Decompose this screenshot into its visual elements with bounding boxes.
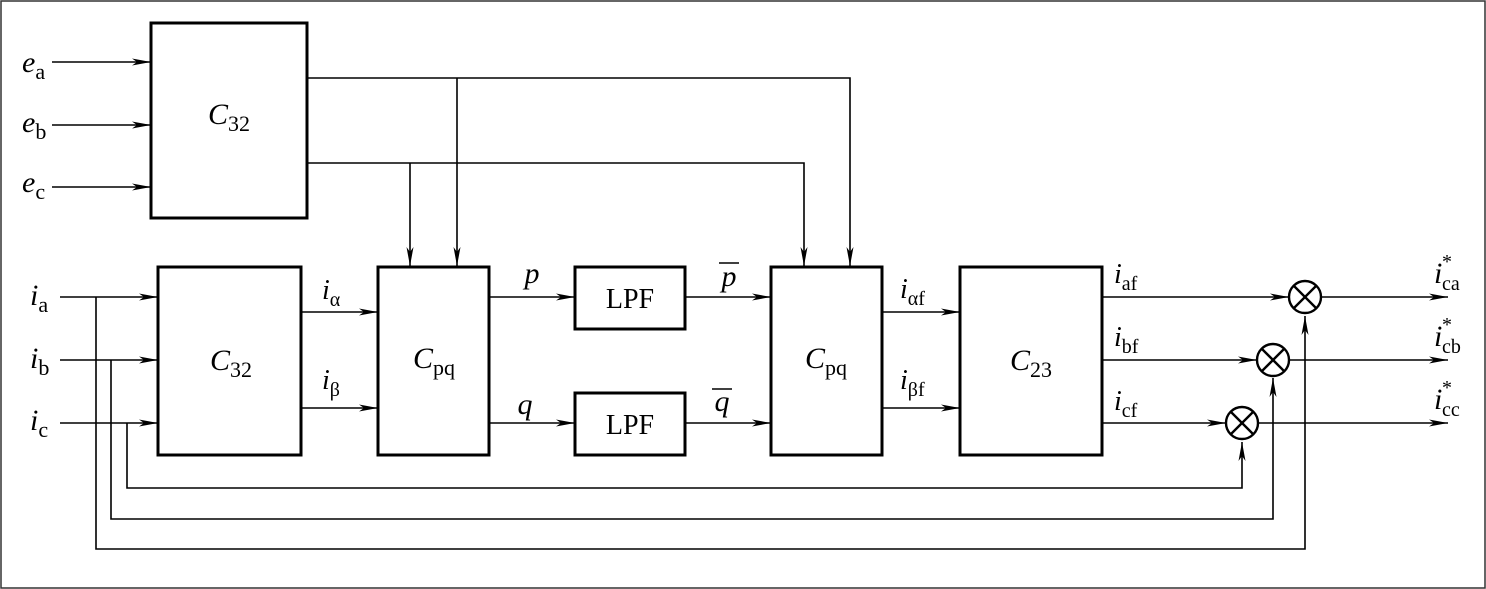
label-q: q (518, 388, 533, 421)
multiplier-a (1287, 279, 1323, 315)
multiplier-b (1255, 342, 1291, 378)
input-ec-label: ec (22, 166, 45, 204)
multiplier-c (1224, 405, 1260, 441)
cpq-1-block (376, 265, 491, 457)
svg-text:cb: cb (1442, 336, 1461, 358)
label-i-beta: iβ (322, 365, 340, 401)
input-eb-label: eb (22, 106, 46, 144)
output-icc-label: i * cc (1434, 377, 1460, 421)
c23-label: C23 (1010, 344, 1052, 382)
lpf-p-block (573, 265, 687, 331)
feedback-ia (95, 297, 1309, 550)
label-i-af: iaf (1114, 259, 1138, 295)
cpq-1-label: Cpq (413, 342, 455, 380)
c32-bottom-label: C32 (210, 344, 252, 382)
label-i-bf: ibf (1114, 322, 1139, 358)
label-q-bar: q (715, 385, 730, 418)
line-e-beta-to-cpq2 (307, 162, 808, 266)
svg-text:*: * (1442, 377, 1452, 399)
lpf-q-block (573, 391, 687, 457)
svg-text:*: * (1442, 251, 1452, 273)
c32-top-label: C32 (208, 98, 250, 136)
svg-text:i: i (1434, 320, 1442, 353)
output-icb-label: i * cb (1434, 314, 1461, 358)
lpf-p-label: LPF (606, 284, 654, 315)
label-i-alpha-f: iαf (900, 274, 925, 310)
cpq-2-label: Cpq (805, 342, 847, 380)
label-i-alpha: iα (322, 275, 341, 311)
feedback-ib (110, 360, 1277, 520)
c23-block (958, 265, 1104, 457)
svg-text:*: * (1442, 314, 1452, 336)
cpq-2-block (769, 265, 884, 457)
input-ea-label: ea (22, 46, 45, 84)
c32-bottom-block (156, 265, 303, 457)
output-ica-label: i * ca (1434, 251, 1460, 295)
line-e-alpha-to-cpq2 (307, 77, 854, 266)
label-i-beta-f: iβf (900, 365, 925, 401)
lpf-q-label: LPF (606, 410, 654, 441)
svg-text:i: i (1434, 383, 1442, 416)
input-ib-label: ib (30, 342, 49, 380)
input-ia-label: ia (30, 279, 48, 317)
svg-text:ca: ca (1442, 273, 1460, 295)
label-p-bar: p (720, 260, 737, 293)
input-ic-label: ic (30, 404, 48, 442)
svg-text:i: i (1434, 257, 1442, 290)
feedback-ic (126, 423, 1246, 489)
label-p: p (523, 257, 540, 290)
c32-top-block (149, 21, 309, 220)
label-i-cf: icf (1114, 386, 1138, 422)
svg-text:cc: cc (1442, 399, 1460, 421)
